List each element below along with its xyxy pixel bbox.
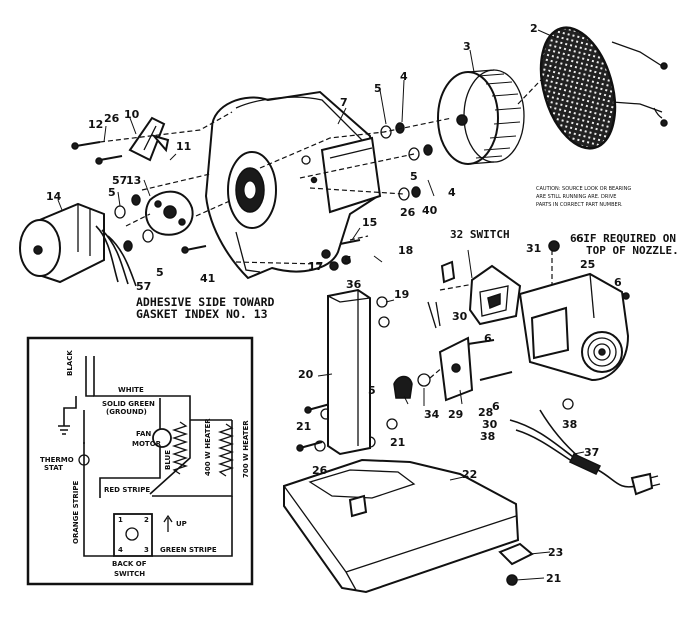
callout-6: 6 <box>614 276 622 289</box>
caution-note-line1: CAUTION: SOURCE LOOK OR BEARING <box>536 186 631 192</box>
label-solid-green: SOLID GREEN <box>102 400 155 408</box>
callout-31: 31 <box>526 242 541 255</box>
caution-note-line3: PARTS IN CORRECT PART NUMBER. <box>536 202 623 208</box>
label-blue: BLUE <box>164 450 172 470</box>
callout-numbers: 2 3 4 4 5 5 5 5 5 5 6 6 6 6 7 10 11 12 1… <box>46 22 622 585</box>
label-400w: 400 W HEATER <box>204 418 212 476</box>
label-white: WHITE <box>118 386 144 394</box>
callout-36: 36 <box>346 278 362 291</box>
callout-26: 26 <box>400 206 416 219</box>
callout-5: 5 <box>368 384 376 397</box>
mounting-bracket <box>128 116 166 162</box>
callout-30: 30 <box>482 418 498 431</box>
notes: ADHESIVE SIDE TOWARD GASKET INDEX NO. 13… <box>136 186 679 321</box>
callout-13: 13 <box>126 174 141 187</box>
callout-2: 2 <box>530 22 538 35</box>
callout-14: 14 <box>46 190 62 203</box>
terminal-3: 3 <box>144 546 149 554</box>
callout-26: 26 <box>104 112 120 125</box>
callout-7: 7 <box>340 96 348 109</box>
callout-6: 6 <box>484 332 492 345</box>
callout-20: 20 <box>298 368 314 381</box>
callout-5: 5 <box>108 186 116 199</box>
callout-10: 10 <box>124 108 140 121</box>
label-switch: SWITCH <box>114 570 145 578</box>
callout-17: 17 <box>308 260 323 273</box>
leader-lines <box>57 29 585 581</box>
switch-mount <box>468 264 522 326</box>
label-black: BLACK <box>66 350 74 376</box>
callout-23: 23 <box>548 546 563 559</box>
label-back-of: BACK OF <box>112 560 147 568</box>
foot <box>498 542 534 566</box>
callout-22: 22 <box>462 468 477 481</box>
adhesive-note-line2: GASKET INDEX NO. 13 <box>136 307 268 321</box>
callout-21: 21 <box>546 572 561 585</box>
nozzle <box>518 272 630 382</box>
blower-housing <box>204 90 382 280</box>
label-thermo: THERMO <box>40 456 74 464</box>
callout-18: 18 <box>398 244 413 257</box>
callout-30: 30 <box>452 310 468 323</box>
callout-29: 29 <box>448 408 463 421</box>
callout-5: 5 <box>374 82 382 95</box>
label-700w: 700 W HEATER <box>242 420 250 478</box>
label-stat: STAT <box>44 464 63 472</box>
callout-4: 4 <box>448 186 456 199</box>
callout-40: 40 <box>422 204 438 217</box>
callout-6: 6 <box>576 232 584 245</box>
column <box>327 288 371 456</box>
callout-37: 37 <box>584 446 599 459</box>
callout-12: 12 <box>88 118 103 131</box>
callout-4: 4 <box>400 70 408 83</box>
callout-26: 26 <box>312 464 328 477</box>
power-cord <box>509 409 661 496</box>
terminal-1: 1 <box>118 516 123 524</box>
terminal-2: 2 <box>144 516 149 524</box>
callout-38: 38 <box>562 418 577 431</box>
callout-3: 3 <box>463 40 471 53</box>
adhesive-note-line1: ADHESIVE SIDE TOWARD <box>136 295 275 309</box>
callout-11: 11 <box>176 140 191 153</box>
nozzle-note-line1: 6 IF REQUIRED ON <box>570 232 676 245</box>
callout-25: 25 <box>580 258 595 271</box>
blower-wheel <box>437 69 525 165</box>
callout-57: 57 <box>136 280 151 293</box>
label-motor: MOTOR <box>132 440 162 448</box>
callout-57: 57 <box>112 174 127 187</box>
callout-34: 34 <box>424 408 440 421</box>
wiring-schematic: BLACK WHITE SOLID GREEN (GROUND) FAN MOT… <box>26 336 254 586</box>
callout-41: 41 <box>200 272 215 285</box>
terminal-4: 4 <box>118 546 123 554</box>
grille <box>539 26 668 150</box>
label-orange-stripe: ORANGE STRIPE <box>72 480 80 544</box>
clip <box>427 301 441 329</box>
switch-note: 32 SWITCH <box>450 228 510 241</box>
label-ground: (GROUND) <box>106 408 147 416</box>
callout-28: 28 <box>478 406 493 419</box>
motor-bracket <box>145 190 194 236</box>
callout-6: 6 <box>492 400 500 413</box>
callout-15: 15 <box>362 216 377 229</box>
nozzle-note-line2: TOP OF NOZZLE. <box>586 244 679 257</box>
knob <box>393 373 431 399</box>
label-green-stripe: GREEN STRIPE <box>160 546 217 554</box>
callout-5: 5 <box>344 254 352 267</box>
base <box>283 458 520 594</box>
label-up: UP <box>176 520 187 528</box>
caution-note-line2: ARE STILL RUNNING ARE. DRIVE <box>536 194 616 200</box>
label-fan: FAN <box>136 430 151 438</box>
callout-5: 5 <box>410 170 418 183</box>
mounting-plate <box>438 336 474 402</box>
callout-21: 21 <box>390 436 405 449</box>
callout-21: 21 <box>296 420 311 433</box>
callout-19: 19 <box>394 288 409 301</box>
label-red-stripe: RED STRIPE <box>104 486 150 494</box>
callout-38: 38 <box>480 430 495 443</box>
callout-5: 5 <box>156 266 164 279</box>
switch <box>440 260 456 284</box>
motor <box>19 202 137 287</box>
